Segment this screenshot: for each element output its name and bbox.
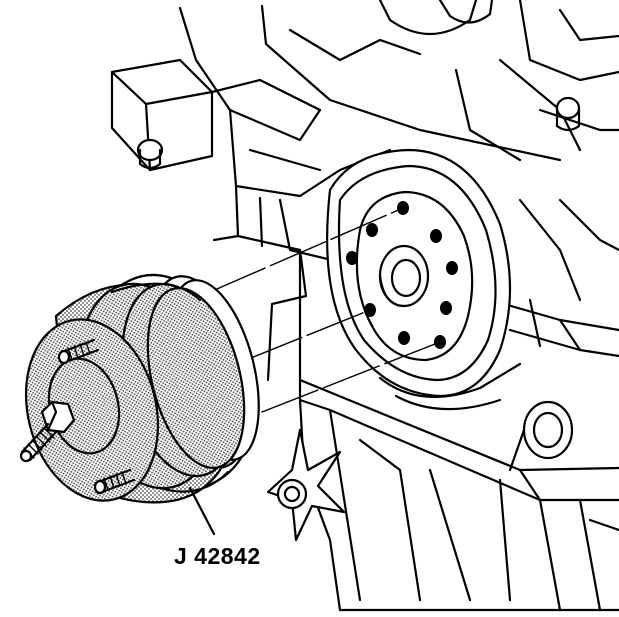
tool-stud-upper xyxy=(57,338,100,365)
seal-installer-tool xyxy=(19,273,260,504)
alignment-lines xyxy=(209,207,441,413)
tool-stud-lower xyxy=(93,468,136,495)
tool-callout-label: J 42842 xyxy=(174,543,261,569)
engine-block xyxy=(110,0,619,612)
crankshaft-flange xyxy=(326,148,522,411)
threaded-screw xyxy=(19,422,58,463)
callout-leader-line xyxy=(188,486,216,536)
